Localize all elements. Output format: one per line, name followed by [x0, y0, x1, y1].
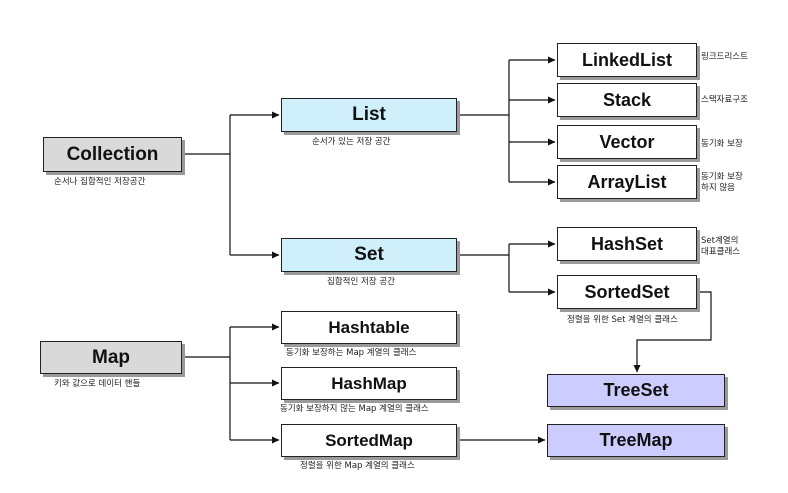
hashmap-caption: 동기화 보장하지 않는 Map 계열의 클래스 [280, 404, 429, 414]
arraylist-caption-line2: 하지 않음 [701, 183, 735, 193]
linkedlist-node: LinkedList [557, 43, 697, 77]
collection-node: Collection [43, 137, 182, 172]
list-caption: 순서가 있는 저장 공간 [312, 137, 391, 147]
stack-caption: 스택자료구조 [701, 95, 748, 105]
treemap-node: TreeMap [547, 424, 725, 457]
vector-caption: 동기화 보장 [701, 139, 743, 149]
linkedlist-caption: 링크드리스트 [701, 52, 748, 62]
map-caption: 키와 값으로 데이터 핸들 [54, 379, 141, 389]
edge-list-trunk [457, 60, 510, 182]
edge-collection-trunk [182, 115, 231, 255]
sortedset-node: SortedSet [557, 275, 697, 309]
arraylist-node: ArrayList [557, 165, 697, 199]
map-node: Map [40, 341, 182, 374]
sortedmap-node: SortedMap [281, 424, 457, 457]
hashset-caption-line1: Set계열의 [701, 236, 739, 246]
stack-node: Stack [557, 83, 697, 117]
hashmap-node: HashMap [281, 367, 457, 400]
hashtable-node: Hashtable [281, 311, 457, 344]
set-node: Set [281, 238, 457, 272]
treeset-node: TreeSet [547, 374, 725, 407]
sortedmap-caption: 정렬을 위한 Map 계열의 클래스 [300, 461, 415, 471]
edge-sortedset-treeset [633, 291, 712, 373]
vector-node: Vector [557, 125, 697, 159]
hashset-caption-line2: 대표클래스 [701, 247, 741, 257]
edge-map-trunk [182, 327, 231, 440]
edge-set-trunk [457, 244, 510, 292]
collection-caption: 순서나 집합적인 저장공간 [54, 177, 146, 187]
hashtable-caption: 동기화 보장하는 Map 계열의 클래스 [286, 348, 417, 358]
sortedset-caption: 정렬을 위한 Set 계열의 클래스 [567, 315, 678, 325]
set-caption: 집합적인 저장 공간 [327, 277, 395, 287]
hashset-node: HashSet [557, 227, 697, 261]
list-node: List [281, 98, 457, 132]
arraylist-caption-line1: 동기화 보장 [701, 172, 743, 182]
